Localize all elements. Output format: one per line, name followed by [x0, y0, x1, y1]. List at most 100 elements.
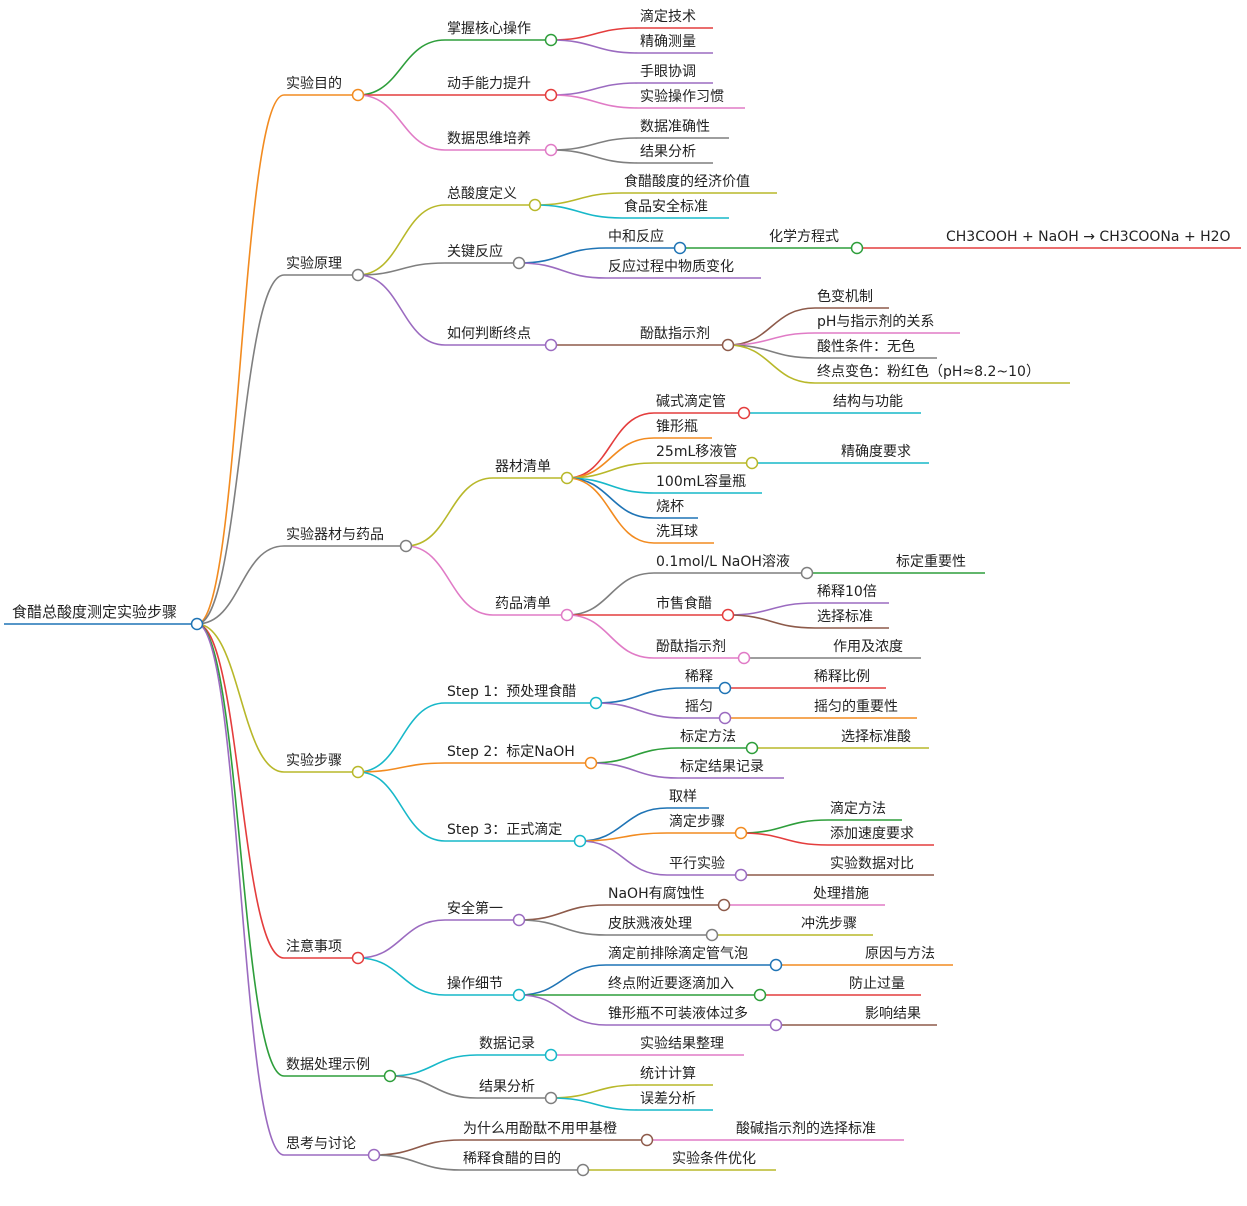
mindmap-node[interactable]: 结果分析: [638, 144, 713, 164]
collapse-toggle-icon[interactable]: [544, 1048, 558, 1062]
collapse-toggle-icon[interactable]: [734, 826, 748, 840]
mindmap-node[interactable]: 烧杯: [654, 499, 698, 519]
mindmap-node[interactable]: 防止过量: [847, 976, 921, 996]
collapse-toggle-icon[interactable]: [673, 241, 687, 255]
mindmap-node[interactable]: 摇匀的重要性: [812, 699, 917, 719]
collapse-toggle-icon[interactable]: [512, 913, 526, 927]
mindmap-node[interactable]: 市售食醋: [654, 595, 735, 622]
mindmap-node[interactable]: 酚酞指示剂: [638, 326, 735, 352]
collapse-toggle-icon[interactable]: [544, 1091, 558, 1105]
mindmap-node[interactable]: 原因与方法: [863, 946, 953, 966]
collapse-toggle-icon[interactable]: [351, 88, 365, 102]
mindmap-node[interactable]: 实验原理: [284, 256, 365, 282]
collapse-toggle-icon[interactable]: [367, 1148, 381, 1162]
mindmap-node[interactable]: 酸性条件：无色: [815, 338, 937, 359]
mindmap-node[interactable]: CH3COOH + NaOH → CH3COONa + H2O: [944, 229, 1241, 249]
mindmap-node[interactable]: 冲洗步骤: [799, 916, 873, 936]
mindmap-node[interactable]: 实验操作习惯: [638, 88, 745, 109]
collapse-toggle-icon[interactable]: [721, 608, 735, 622]
mindmap-node[interactable]: 碱式滴定管: [654, 393, 751, 420]
collapse-toggle-icon[interactable]: [718, 681, 732, 695]
mindmap-node[interactable]: 注意事项: [284, 938, 365, 965]
collapse-toggle-icon[interactable]: [734, 868, 748, 882]
collapse-toggle-icon[interactable]: [399, 539, 413, 553]
collapse-toggle-icon[interactable]: [544, 33, 558, 47]
collapse-toggle-icon[interactable]: [512, 256, 526, 270]
collapse-toggle-icon[interactable]: [544, 143, 558, 157]
mindmap-node[interactable]: 实验条件优化: [670, 1150, 776, 1171]
mindmap-node[interactable]: 动手能力提升: [445, 76, 558, 102]
mindmap-node[interactable]: 数据记录: [477, 1036, 558, 1062]
collapse-toggle-icon[interactable]: [745, 741, 759, 755]
collapse-toggle-icon[interactable]: [737, 406, 751, 420]
collapse-toggle-icon[interactable]: [584, 756, 598, 770]
mindmap-node[interactable]: 安全第一: [445, 900, 526, 927]
mindmap-node[interactable]: pH与指示剂的关系: [815, 314, 960, 334]
mindmap-node[interactable]: 精确测量: [638, 34, 713, 54]
mindmap-node[interactable]: NaOH有腐蚀性: [606, 885, 731, 912]
collapse-toggle-icon[interactable]: [351, 951, 365, 965]
mindmap-node[interactable]: 酸碱指示剂的选择标准: [734, 1121, 904, 1141]
mindmap-node[interactable]: 化学方程式: [767, 229, 864, 255]
collapse-toggle-icon[interactable]: [383, 1069, 397, 1083]
collapse-toggle-icon[interactable]: [737, 651, 751, 665]
mindmap-node[interactable]: 添加速度要求: [828, 826, 934, 846]
mindmap-node[interactable]: 作用及浓度: [831, 639, 921, 659]
collapse-toggle-icon[interactable]: [576, 1163, 590, 1177]
mindmap-node[interactable]: 精确度要求: [839, 444, 929, 464]
mindmap-node[interactable]: 终点变色：粉红色（pH≈8.2~10）: [815, 363, 1070, 384]
mindmap-node[interactable]: 标定方法: [678, 729, 759, 755]
mindmap-node[interactable]: 实验目的: [284, 76, 365, 102]
mindmap-node[interactable]: 中和反应: [606, 228, 687, 255]
mindmap-node[interactable]: 影响结果: [863, 1006, 937, 1026]
mindmap-node[interactable]: Step 3：正式滴定: [445, 821, 587, 848]
collapse-toggle-icon[interactable]: [544, 338, 558, 352]
mindmap-node[interactable]: 25mL移液管: [654, 444, 759, 470]
mindmap-node[interactable]: 误差分析: [638, 1091, 713, 1111]
collapse-toggle-icon[interactable]: [560, 471, 574, 485]
collapse-toggle-icon[interactable]: [721, 338, 735, 352]
mindmap-node[interactable]: 稀释10倍: [815, 584, 889, 604]
collapse-toggle-icon[interactable]: [705, 928, 719, 942]
collapse-toggle-icon[interactable]: [512, 988, 526, 1002]
mindmap-node[interactable]: 终点附近要逐滴加入: [606, 975, 767, 1002]
mindmap-node[interactable]: 关键反应: [445, 243, 526, 270]
collapse-toggle-icon[interactable]: [190, 617, 204, 631]
mindmap-node[interactable]: 稀释食醋的目的: [461, 1150, 590, 1177]
mindmap-node[interactable]: 平行实验: [667, 856, 748, 882]
mindmap-node[interactable]: 摇匀: [683, 699, 732, 725]
mindmap-node[interactable]: 锥形瓶: [654, 419, 712, 439]
mindmap-node[interactable]: 统计计算: [638, 1066, 713, 1086]
mindmap-node[interactable]: 药品清单: [493, 596, 574, 622]
mindmap-node[interactable]: 实验器材与药品: [284, 527, 413, 553]
mindmap-node[interactable]: 皮肤溅液处理: [606, 916, 719, 942]
collapse-toggle-icon[interactable]: [769, 1018, 783, 1032]
collapse-toggle-icon[interactable]: [850, 241, 864, 255]
mindmap-node[interactable]: 滴定方法: [828, 800, 902, 821]
mindmap-node[interactable]: 食醋酸度的经济价值: [622, 173, 777, 194]
mindmap-node[interactable]: 标定结果记录: [678, 759, 784, 779]
mindmap-node[interactable]: 选择标准: [815, 609, 889, 629]
collapse-toggle-icon[interactable]: [544, 88, 558, 102]
collapse-toggle-icon[interactable]: [745, 456, 759, 470]
collapse-toggle-icon[interactable]: [589, 696, 603, 710]
mindmap-node[interactable]: 掌握核心操作: [445, 21, 558, 47]
collapse-toggle-icon[interactable]: [800, 566, 814, 580]
collapse-toggle-icon[interactable]: [753, 988, 767, 1002]
mindmap-node[interactable]: 为什么用酚酞不用甲基橙: [461, 1120, 654, 1147]
mindmap-node[interactable]: 稀释比例: [812, 669, 886, 689]
mindmap-node[interactable]: 处理措施: [811, 886, 885, 906]
mindmap-node[interactable]: 数据处理示例: [284, 1057, 397, 1083]
mindmap-node[interactable]: 实验数据对比: [828, 856, 934, 876]
mindmap-node[interactable]: 食品安全标准: [622, 198, 729, 219]
collapse-toggle-icon[interactable]: [528, 198, 542, 212]
mindmap-node[interactable]: 手眼协调: [638, 64, 713, 84]
collapse-toggle-icon[interactable]: [769, 958, 783, 972]
mindmap-node[interactable]: 滴定前排除滴定管气泡: [606, 945, 783, 972]
mindmap-node[interactable]: 器材清单: [493, 459, 574, 485]
mindmap-node[interactable]: 实验步骤: [284, 753, 365, 779]
collapse-toggle-icon[interactable]: [351, 765, 365, 779]
mindmap-node[interactable]: 酚酞指示剂: [654, 639, 751, 665]
mindmap-node[interactable]: 洗耳球: [654, 524, 714, 544]
collapse-toggle-icon[interactable]: [560, 608, 574, 622]
